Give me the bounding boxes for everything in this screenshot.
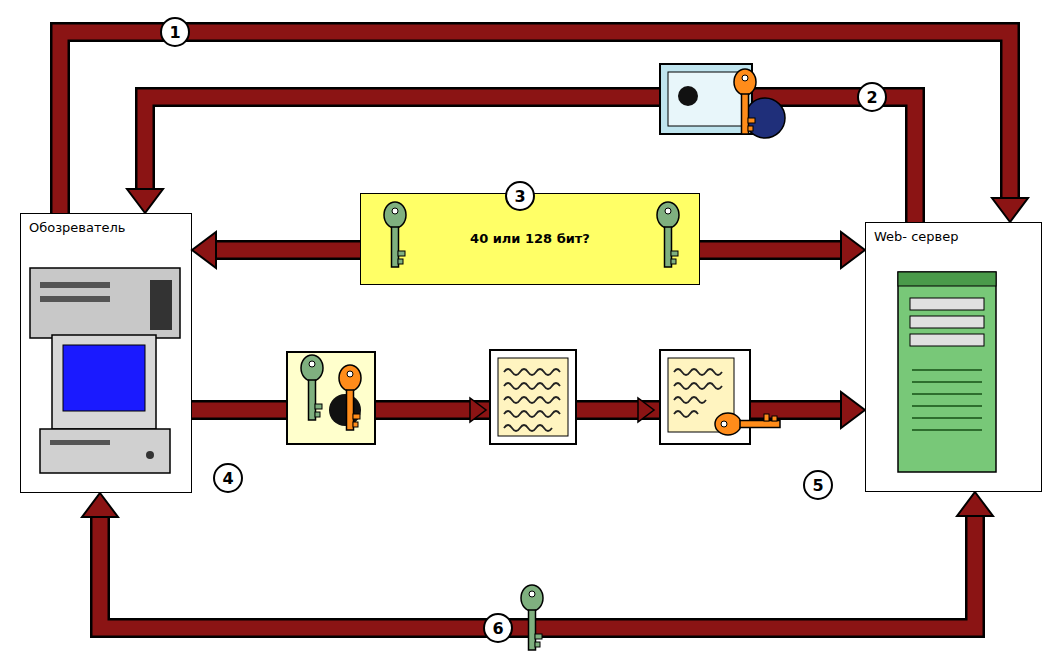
flow-arrow <box>192 232 360 268</box>
arrow-band <box>214 243 360 258</box>
drive-slot <box>50 440 110 445</box>
arrowhead <box>638 398 654 422</box>
screen <box>63 345 145 411</box>
key-icon <box>521 585 543 650</box>
arrow-band <box>700 243 843 258</box>
seal <box>678 86 698 106</box>
arrow-band <box>100 514 975 628</box>
picture-frame <box>490 350 576 444</box>
key-icon <box>715 413 780 435</box>
server-tower <box>898 272 996 472</box>
arrow-outline <box>100 514 975 628</box>
callout-number: 1 <box>160 17 190 47</box>
drive-slot <box>40 282 110 288</box>
drive-slot <box>40 296 110 302</box>
arrow-band <box>60 32 1010 213</box>
certificate-face <box>668 72 744 126</box>
arrowhead <box>192 232 216 268</box>
key-icon <box>384 202 406 267</box>
key-icon <box>301 355 323 420</box>
server-box: Web- сервер <box>865 222 1042 492</box>
drive-bay <box>910 334 984 346</box>
arrow-band <box>145 97 915 222</box>
arrowhead <box>841 392 865 428</box>
callout-number: 4 <box>213 463 243 493</box>
ciphertext <box>674 369 722 417</box>
encryption-sequence <box>287 350 780 444</box>
arrow-outline <box>145 97 915 222</box>
sphere <box>329 394 361 426</box>
certificate-picture <box>660 64 785 138</box>
arrowhead <box>127 189 163 213</box>
picture-frame <box>287 352 375 444</box>
box-ground <box>20 213 190 493</box>
document <box>498 358 568 436</box>
computer-illustration <box>20 213 190 493</box>
key-icon <box>657 202 679 267</box>
arrowhead <box>82 493 118 517</box>
desktop-case <box>40 429 170 473</box>
key-icon <box>734 69 756 134</box>
box-ground <box>865 222 1040 492</box>
panel <box>150 280 172 330</box>
monitor <box>52 335 156 429</box>
arrowhead <box>470 398 486 422</box>
callout-number: 6 <box>483 613 513 643</box>
node-title: Web- сервер <box>874 229 1033 245</box>
system-unit <box>30 268 180 338</box>
vent-lines <box>912 370 982 430</box>
flow-arrow <box>127 97 915 222</box>
arrow-outline <box>60 32 1010 213</box>
callout-number: 3 <box>505 181 535 211</box>
node-title: Обозреватель <box>29 220 183 236</box>
drive-bay <box>910 298 984 310</box>
node-title: 40 или 128 бит? <box>470 231 590 247</box>
tower-top <box>898 272 996 286</box>
arrow-outline <box>214 240 360 260</box>
drive-bay <box>910 316 984 328</box>
button <box>146 451 154 459</box>
arrowhead <box>841 232 865 268</box>
key-icon <box>339 365 361 430</box>
server-illustration <box>865 222 1040 492</box>
arrow-outline <box>700 240 843 260</box>
arrowhead <box>992 198 1028 222</box>
ciphertext <box>504 369 560 431</box>
callout-number: 5 <box>803 470 833 500</box>
flow-arrow <box>700 232 865 268</box>
arrowhead <box>957 492 993 516</box>
browser-box: Обозреватель <box>20 213 192 493</box>
callout-number: 2 <box>857 82 887 112</box>
